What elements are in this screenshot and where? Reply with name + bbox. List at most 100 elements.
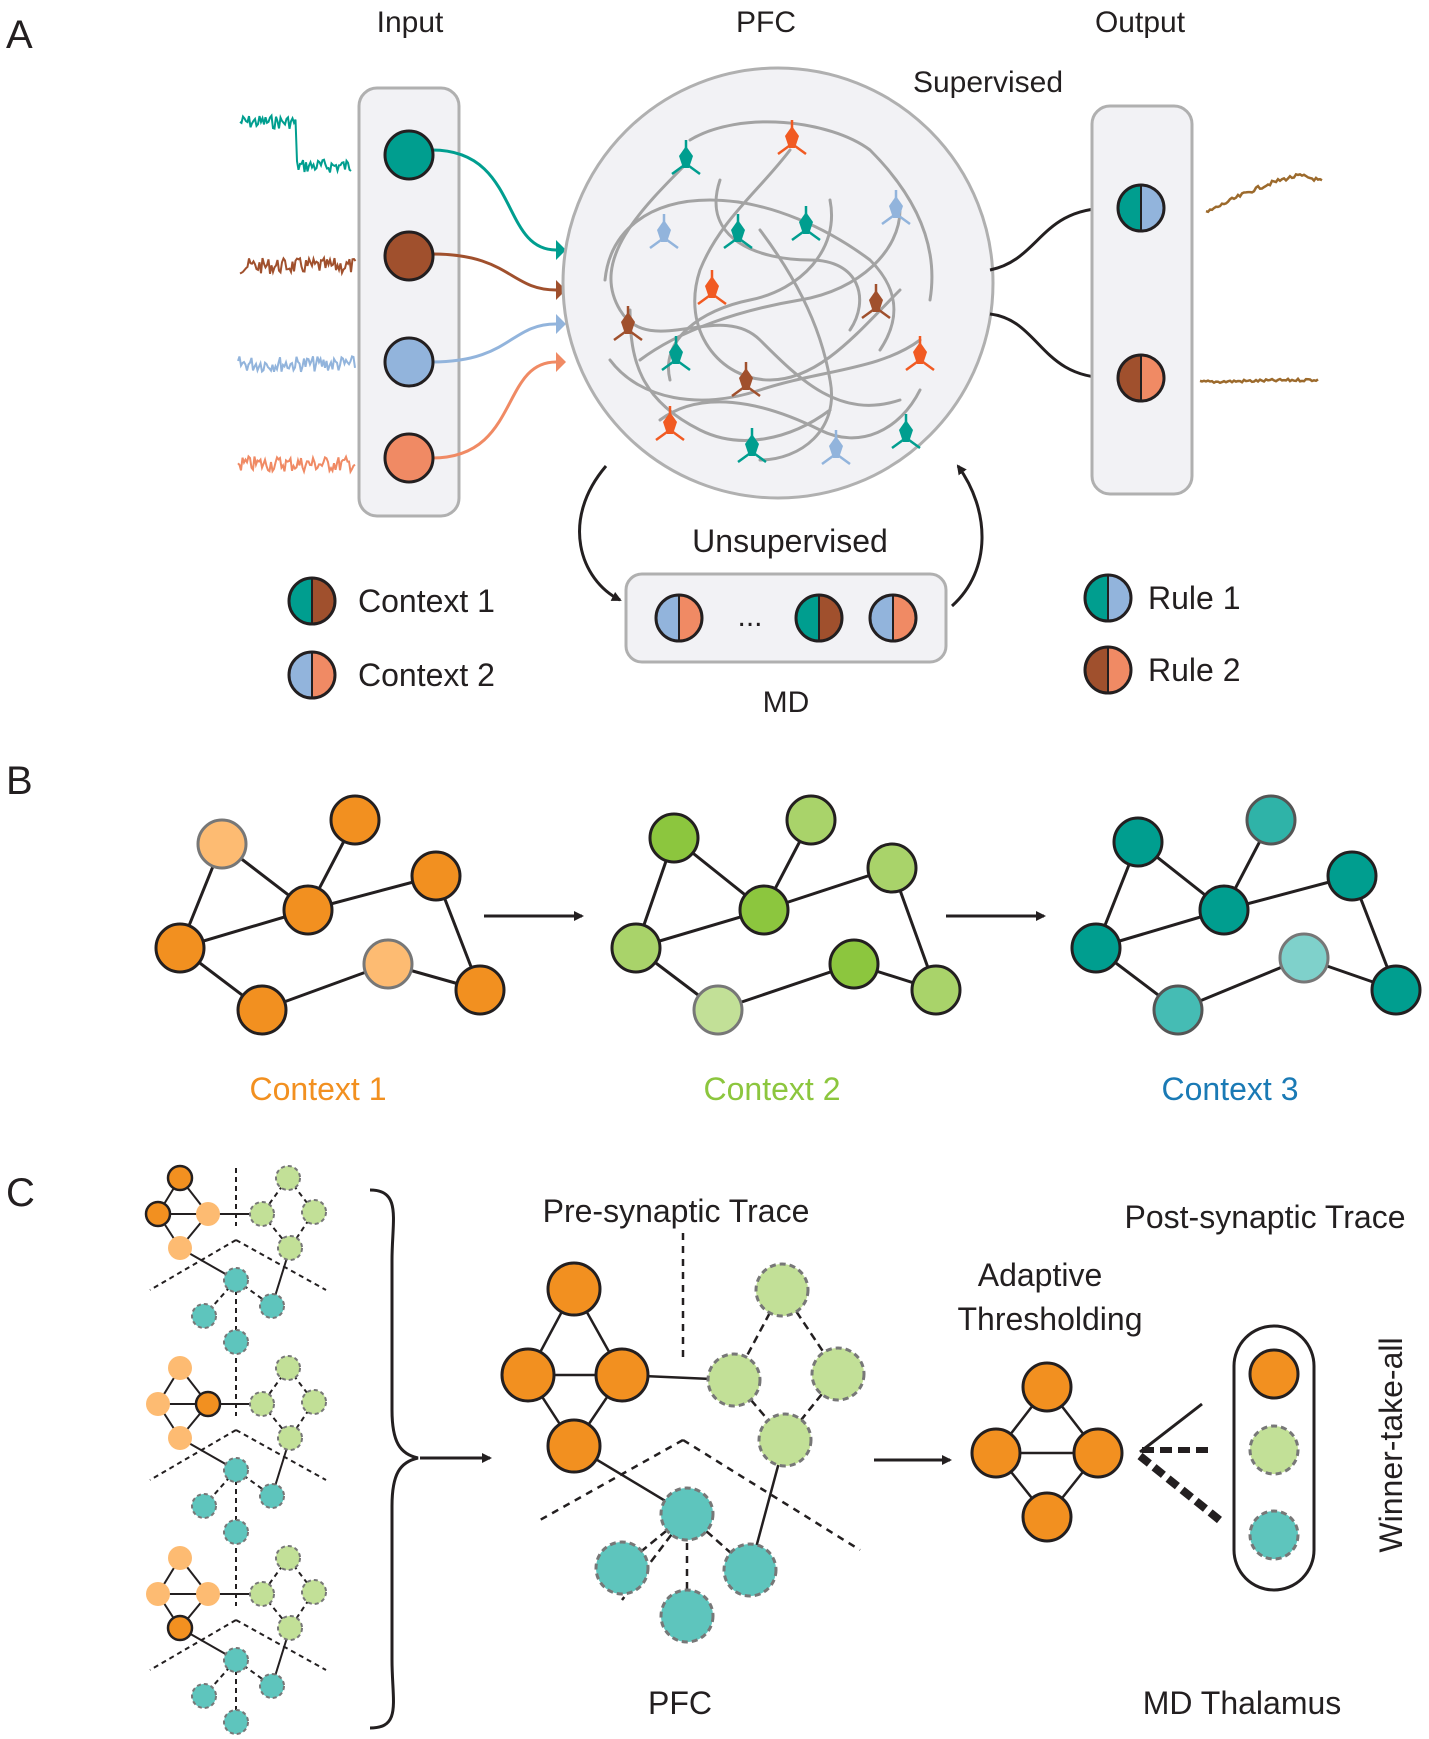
network-node <box>329 794 381 846</box>
network-node <box>154 922 206 974</box>
pfc-network-node <box>659 1588 715 1644</box>
pfc-neuron-icon <box>737 428 767 464</box>
small-network <box>144 1164 327 1355</box>
md-thalamus-node-green <box>1248 1424 1300 1476</box>
network-node <box>692 984 744 1036</box>
network-node <box>454 964 506 1016</box>
cluster-node-left <box>970 1427 1022 1479</box>
input-node-salmon <box>383 432 435 484</box>
network-node <box>738 884 790 936</box>
network-node <box>236 984 288 1036</box>
context-3-network <box>1070 794 1422 1036</box>
pfc-neuron-icon <box>905 336 935 372</box>
small-network-node <box>146 1392 170 1416</box>
small-network-node <box>249 1581 275 1607</box>
network-node <box>648 812 700 864</box>
small-networks <box>144 1164 327 1735</box>
rule-legend-label: Rule 1 <box>1148 580 1241 616</box>
small-network-node <box>191 1683 217 1709</box>
context-legend-label: Context 2 <box>358 657 495 693</box>
pfc-neuron-icon <box>723 214 753 250</box>
context-legend-icon <box>287 650 337 700</box>
small-network-node <box>249 1391 275 1417</box>
small-network <box>146 1545 327 1735</box>
small-network-node <box>301 1579 327 1605</box>
md-ellipsis: ... <box>737 600 762 633</box>
rule-legend-icon <box>1083 573 1133 623</box>
md-box <box>624 572 948 664</box>
pre-synaptic-trace-label: Pre-synaptic Trace <box>543 1193 810 1229</box>
small-network-node <box>277 1615 303 1641</box>
network-node <box>910 964 962 1016</box>
output-traces <box>1199 172 1323 385</box>
network-node <box>1245 794 1297 846</box>
input-title: Input <box>377 6 444 39</box>
pfc-neuron-icon <box>777 120 807 156</box>
teal-synapse-icon <box>556 240 566 260</box>
pfc-neuron-icon <box>891 414 921 450</box>
output-trace-1 <box>1205 172 1323 214</box>
small-network-node <box>277 1235 303 1261</box>
context-legend-label: Context 1 <box>358 583 495 619</box>
pfc-network-node <box>500 1347 556 1403</box>
small-network-node <box>223 1457 249 1483</box>
small-network-node <box>196 1582 220 1606</box>
pfc-network-node <box>546 1261 602 1317</box>
small-network-node <box>275 1165 301 1191</box>
network-node <box>1112 816 1164 868</box>
small-network-node <box>194 1390 222 1418</box>
network-node <box>828 938 880 990</box>
input-node-teal <box>383 129 435 181</box>
pfc-network-node <box>757 1412 813 1468</box>
panel-a: A Input PFC Output Supervised <box>6 6 1323 719</box>
thresholded-cluster <box>970 1361 1124 1543</box>
small-network-node <box>191 1493 217 1519</box>
context-networks <box>154 794 1422 1036</box>
pfc-network-node <box>546 1418 602 1474</box>
md-thalamus-node-cyan <box>1248 1509 1300 1561</box>
pfc-circle <box>561 66 995 500</box>
panel-b: B Context 1 Context 2 Context 3 <box>6 759 1422 1107</box>
md-node-context-1 <box>794 593 844 643</box>
input-nodes <box>383 129 435 484</box>
adaptive-label: Adaptive <box>978 1257 1103 1293</box>
panel-a-letter: A <box>6 13 33 57</box>
network-node <box>1370 964 1422 1016</box>
small-network-node <box>275 1545 301 1571</box>
small-network-node <box>196 1202 220 1226</box>
md-nodes <box>654 593 918 643</box>
thresholding-label: Thresholding <box>958 1301 1143 1337</box>
pfc-to-md-arrow <box>578 465 622 602</box>
pfc-network-node <box>754 1262 810 1318</box>
small-network-node <box>168 1426 192 1450</box>
pfc-title: PFC <box>736 6 796 39</box>
context-legend: Context 1 Context 2 <box>287 576 495 700</box>
pfc-neuron-icon <box>697 270 727 306</box>
input-box <box>357 86 461 518</box>
pfc-neuron-icon <box>613 306 643 342</box>
pfc-neuron-icon <box>661 336 691 372</box>
network-node <box>1070 922 1122 974</box>
winner-take-all-label: Winner-take-all <box>1373 1337 1409 1552</box>
wta-link-1 <box>1139 1402 1203 1454</box>
network-node <box>866 842 918 894</box>
pfc-neuron-icon <box>881 190 911 226</box>
cluster-node-top <box>1021 1361 1073 1413</box>
cluster-node-right <box>1072 1427 1124 1479</box>
brown-synapse-icon <box>556 280 566 300</box>
pfc-neuron-icon <box>861 284 891 320</box>
md-thalamus-label: MD Thalamus <box>1143 1685 1342 1721</box>
panel-b-letter: B <box>6 759 33 803</box>
small-network-node <box>223 1329 249 1355</box>
rule-legend-icon <box>1083 645 1133 695</box>
network-node <box>610 922 662 974</box>
panel-c: C Pre-synaptic Trace Post-synaptic Trace… <box>6 1164 1409 1735</box>
pfc-neuron-icon <box>671 140 701 176</box>
md-label: MD <box>763 686 810 719</box>
network-node <box>1326 850 1378 902</box>
output-trace-2 <box>1199 376 1319 385</box>
rule-legend-label: Rule 2 <box>1148 652 1241 688</box>
post-synaptic-trace-label: Post-synaptic Trace <box>1125 1199 1406 1235</box>
small-network-node <box>277 1425 303 1451</box>
